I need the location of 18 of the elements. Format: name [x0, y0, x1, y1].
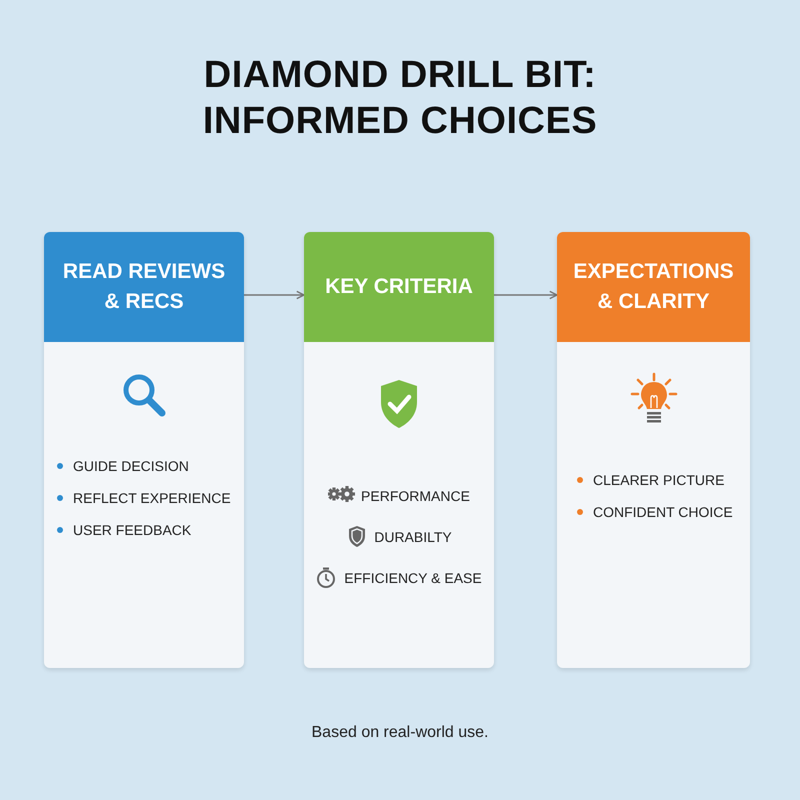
card [44, 232, 244, 668]
list-item: EFFICIENCY & EASE [344, 570, 482, 586]
list-item: USER FEEDBACK [73, 522, 192, 538]
list-item: GUIDE DECISION [73, 458, 189, 474]
list-item: DURABILTY [374, 528, 452, 544]
arrow [244, 290, 305, 300]
card-header: EXPECTATIONS & CLARITY [557, 232, 750, 342]
list-item: CONFIDENT CHOICE [593, 504, 733, 520]
arrow [494, 290, 558, 300]
card [304, 232, 494, 668]
card-header: READ REVIEWS & RECS [44, 232, 244, 342]
list-item: PERFORMANCE [361, 488, 470, 504]
list-item: CLEARER PICTURE [593, 472, 724, 488]
title: DIAMOND DRILL BIT: INFORMED CHOICES [202, 53, 598, 144]
caption: Based on real-world use. [312, 724, 488, 742]
card-header: KEY CRITERIA [304, 232, 494, 342]
list-item: REFLECT EXPERIENCE [73, 490, 231, 506]
card [557, 232, 750, 668]
